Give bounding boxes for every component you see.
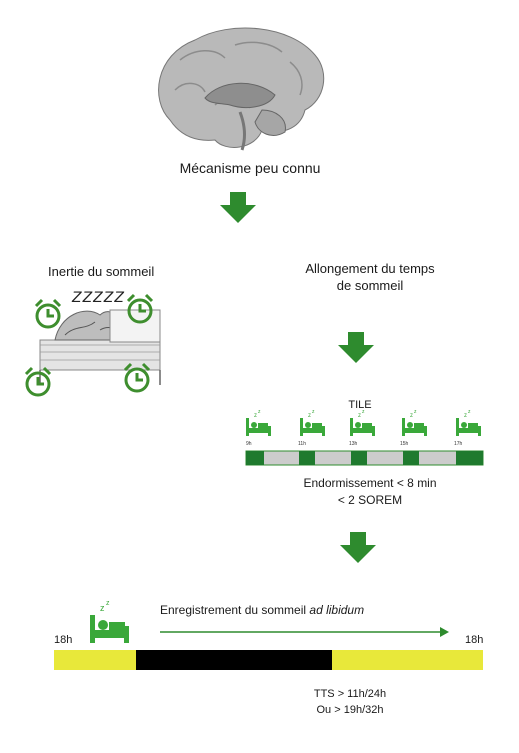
down-arrow-1 [220,192,256,223]
sleep-period [136,650,332,670]
svg-text:z: z [312,409,315,415]
svg-text:z: z [468,409,471,415]
svg-text:z: z [254,413,257,419]
svg-text:z: z [106,600,110,607]
bed-icon: z z [246,409,271,436]
alarm-clock-icon [126,293,154,324]
mechanism-caption: Mécanisme peu connu [179,160,321,176]
recording-arrow [160,627,449,637]
nap-time-label: 15h [400,441,409,447]
recording-label: Enregistrement du sommeil ad libidum [160,603,365,617]
tile-timeline [245,450,484,466]
bed-icon: z z [402,409,427,436]
end-time-label: 18h [465,634,484,646]
nap-segment [299,451,315,465]
sleep-inertia-title: Inertie du sommeil [48,264,155,279]
nap-segment [351,451,367,465]
bed-icon: z z [90,600,129,643]
nap-segment [403,451,419,465]
svg-text:z: z [358,413,361,419]
nap-segment [246,451,264,465]
alarm-clock-icon [24,366,52,397]
svg-text:z: z [100,603,105,613]
down-arrow-2 [338,332,374,363]
sleep-recording-bar [54,650,483,670]
svg-text:z: z [258,409,261,415]
brain-icon [158,27,325,151]
down-arrow-3 [340,532,376,563]
nap-time-label: 17h [454,441,463,447]
svg-text:z: z [362,409,365,415]
svg-text:z: z [410,413,413,419]
sorem-result: < 2 SOREM [337,493,403,507]
bed-icon: z z [350,409,375,436]
bed-icon: z z [300,409,325,436]
tts-line2: Ou > 19h/32h [316,704,384,716]
start-time-label: 18h [54,634,73,646]
sleep-extension-title-line2: de sommeil [336,278,404,293]
svg-text:z: z [464,413,467,419]
alarm-clock-icon [34,298,62,329]
nap-time-label: 13h [349,441,358,447]
tts-line1: TTS > 11h/24h [313,688,387,700]
nap-segment [456,451,483,465]
nap-time-label: 9h [246,441,252,447]
snore-text: ZZZZZ [72,290,125,306]
bed-icon: z z [456,409,481,436]
alarm-clock-icon [123,362,151,393]
sleep-extension-title-line1: Allongement du temps [305,261,435,276]
sleep-onset-result: Endormissement < 8 min [303,476,437,490]
tile-nap-icons: z z z z z z z z z z [246,409,481,436]
svg-text:z: z [414,409,417,415]
tile-label: TILE [348,399,372,411]
bed-with-alarms-illustration [39,309,161,385]
svg-text:z: z [308,413,311,419]
nap-time-label: 11h [298,441,306,447]
